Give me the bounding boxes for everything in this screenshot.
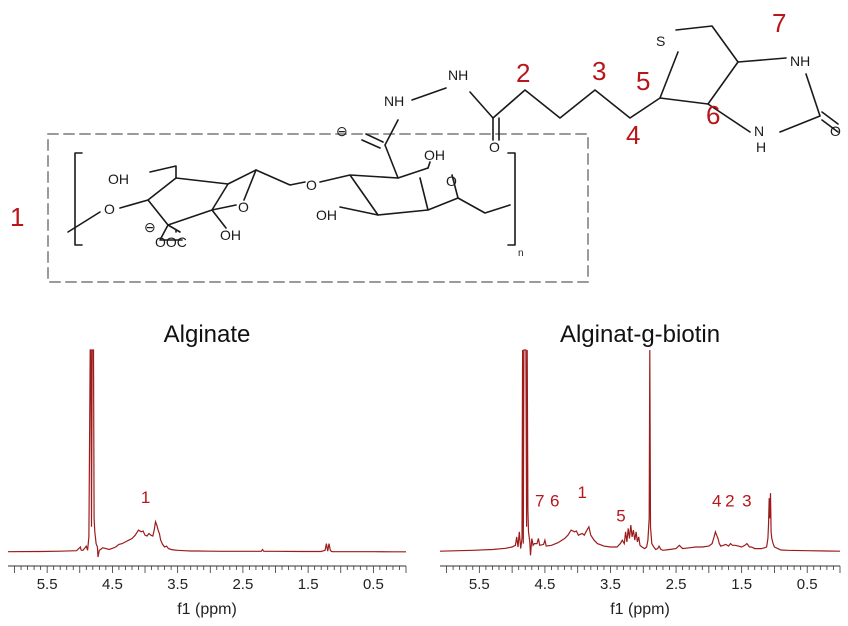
h-label: H <box>756 139 766 155</box>
spectrum-line <box>439 349 841 556</box>
left-bracket <box>74 152 83 246</box>
mannuronate-ring <box>147 169 257 226</box>
s-label: S <box>656 33 665 49</box>
group-label-4: 4 <box>626 120 640 150</box>
x-tick-label: 1.5 <box>731 576 752 593</box>
n-label: N <box>754 123 764 139</box>
ring2-oh-bond <box>339 206 379 216</box>
nh-label-2: NH <box>448 67 468 83</box>
ring1-c-bond <box>167 224 181 233</box>
o-label-ring2: O <box>446 173 457 189</box>
peak-label: 6 <box>550 492 559 511</box>
x-tick-label: 0.5 <box>363 576 384 593</box>
minus-label-2: ⊖ <box>336 123 348 139</box>
guluronate-ring <box>319 167 511 216</box>
imidazolidinone-ring <box>707 57 839 133</box>
amide-carbonyl <box>492 117 500 141</box>
alkyl-chain <box>492 89 661 119</box>
x-tick-label: 4.5 <box>534 576 555 593</box>
oh-label-3: OH <box>316 207 337 223</box>
thiophane-ring <box>659 25 739 105</box>
peak-label: 4 <box>712 492 721 511</box>
alginate-biotin-spectrum-panel: Alginat-g-biotin 5.5 4.5 3.5 2.5 1.5 0.5 f1 (pp… <box>439 321 841 618</box>
x-tick-label: 4.5 <box>102 576 123 593</box>
o-label-amide: O <box>489 139 500 155</box>
alginate-spectrum-panel: Alginate 5.5 4.5 3.5 2.5 1.5 0.5 f1 (ppm) 1 <box>7 321 407 618</box>
x-tick-label: 2.5 <box>232 576 253 593</box>
oh-label-4: OH <box>424 147 445 163</box>
ring1-oh2-bond <box>211 209 227 229</box>
hydrazide-bond <box>411 87 447 101</box>
x-tick-label: 5.5 <box>469 576 490 593</box>
right-bracket <box>507 152 516 246</box>
o-label-urea: O <box>830 123 841 139</box>
chain-bond-left <box>67 211 101 233</box>
alginate-biotin-structure: OH O ⊖ OOC OH O O OH OH O ⊖ NH NH O S NH… <box>10 8 841 283</box>
repeat-unit-box <box>47 133 589 283</box>
group-label-3: 3 <box>592 56 606 86</box>
spectrum-line <box>7 349 406 558</box>
spectrum-title: Alginat-g-biotin <box>560 321 720 348</box>
glycosidic-bond <box>255 169 306 186</box>
x-tick-label: 0.5 <box>797 576 818 593</box>
oh-label-1: OH <box>108 171 129 187</box>
x-tick-label: 3.5 <box>600 576 621 593</box>
peak-label: 3 <box>742 492 751 511</box>
peak-label: 5 <box>616 507 625 526</box>
x-axis-label: f1 (ppm) <box>177 601 237 618</box>
x-axis-label: f1 (ppm) <box>610 601 670 618</box>
group-label-6: 6 <box>706 100 720 130</box>
group-label-7: 7 <box>772 8 786 38</box>
ring1-o-bond <box>119 199 149 209</box>
x-tick-label: 3.5 <box>167 576 188 593</box>
nh-label-1: NH <box>384 93 404 109</box>
peak-label: 7 <box>535 492 544 511</box>
x-tick-label: 2.5 <box>666 576 687 593</box>
group-label-5: 5 <box>636 66 650 96</box>
ooc-label: OOC <box>155 234 187 250</box>
ring2-oh2-bond <box>427 161 431 169</box>
o-label-left: O <box>104 201 115 217</box>
oh-label-2: OH <box>220 227 241 243</box>
o-label-ring1: O <box>238 199 249 215</box>
x-tick-label: 5.5 <box>37 576 58 593</box>
o-label-link: O <box>306 177 317 193</box>
peak-label: 1 <box>141 488 150 507</box>
ring1-oh-bond <box>149 165 177 179</box>
peak-label: 1 <box>578 483 587 502</box>
repeat-n-label: n <box>518 248 524 259</box>
ring2-carbonyl-bond <box>361 119 399 179</box>
peak-label: 2 <box>725 492 734 511</box>
x-tick-label: 1.5 <box>298 576 319 593</box>
group-label-2: 2 <box>516 58 530 88</box>
group-label-1: 1 <box>10 202 24 232</box>
nh-label-3: NH <box>790 53 810 69</box>
spectrum-title: Alginate <box>164 321 251 348</box>
chain-nh-c <box>469 91 494 119</box>
minus-label-1: ⊖ <box>144 219 156 235</box>
